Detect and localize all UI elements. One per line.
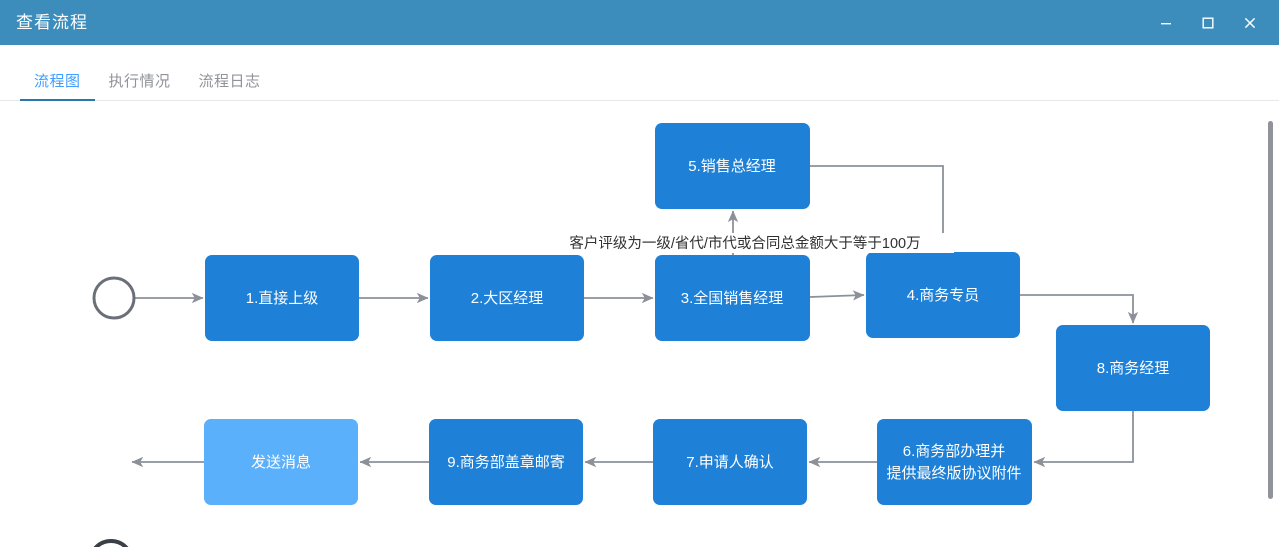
node-2-regional-manager[interactable]: 2.大区经理 [430,255,584,341]
edge-n3-to-n4 [809,290,865,301]
minimize-button[interactable] [1155,12,1177,34]
node-7-applicant-confirm[interactable]: 7.申请人确认 [653,419,807,505]
minimize-icon [1161,22,1171,24]
tab-flow-chart[interactable]: 流程图 [20,74,95,101]
condition-label-group: 客户评级为一级/省代/市代或合同总金额大于等于100万 [536,233,954,253]
vertical-scrollbar-thumb[interactable] [1268,121,1273,499]
node-6-label-line2: 提供最终版协议附件 [886,465,1021,482]
node-4-business-specialist[interactable]: 4.商务专员 [866,252,1020,338]
flow-diagram-canvas[interactable]: 1.直接上级 2.大区经理 3.全国销售经理 5.销售总经理 4.商务专员 8. [0,101,1279,547]
maximize-icon [1202,17,1214,29]
node-1-label: 1.直接上级 [246,290,319,307]
node-3-national-sales-manager[interactable]: 3.全国销售经理 [655,255,810,341]
node-3-label: 3.全国销售经理 [681,289,784,307]
window-titlebar: 查看流程 [0,0,1279,45]
edge-n8-to-n6 [1033,411,1134,468]
tab-bar: 流程图 执行情况 流程日志 [0,45,1279,101]
node-5-sales-general-manager[interactable]: 5.销售总经理 [655,123,810,209]
edge-n5-to-n4 [810,165,949,251]
close-icon [1244,17,1256,28]
tab-execution-status[interactable]: 执行情况 [108,73,171,90]
tab-process-log[interactable]: 流程日志 [198,73,261,90]
node-8-business-manager[interactable]: 8.商务经理 [1056,325,1210,411]
node-8-label: 8.商务经理 [1097,360,1170,377]
maximize-button[interactable] [1197,12,1219,34]
window-controls [1155,12,1265,34]
window-title: 查看流程 [16,13,88,32]
node-send-message-label: 发送消息 [251,454,311,471]
edge-n4-to-n8 [1020,294,1139,324]
condition-label: 客户评级为一级/省代/市代或合同总金额大于等于100万 [569,234,920,252]
node-6-label-line1: 6.商务部办理并 [903,443,1006,460]
node-6-business-dept-process[interactable]: 6.商务部办理并 提供最终版协议附件 [877,419,1032,505]
node-2-label: 2.大区经理 [471,290,544,307]
node-4-label: 4.商务专员 [907,287,980,304]
node-7-label: 7.申请人确认 [686,454,774,471]
node-send-message[interactable]: 发送消息 [204,419,358,505]
vertical-scrollbar-track[interactable] [1265,101,1273,547]
flow-diagram-svg: 1.直接上级 2.大区经理 3.全国销售经理 5.销售总经理 4.商务专员 8. [90,123,1210,547]
start-event-circle[interactable] [92,276,136,320]
close-button[interactable] [1239,12,1261,34]
node-1-direct-supervisor[interactable]: 1.直接上级 [205,255,359,341]
node-5-label: 5.销售总经理 [688,158,776,175]
node-9-label: 9.商务部盖章邮寄 [447,453,565,471]
node-9-business-dept-stamp-mail[interactable]: 9.商务部盖章邮寄 [429,419,583,505]
end-event-circle[interactable] [90,539,132,547]
